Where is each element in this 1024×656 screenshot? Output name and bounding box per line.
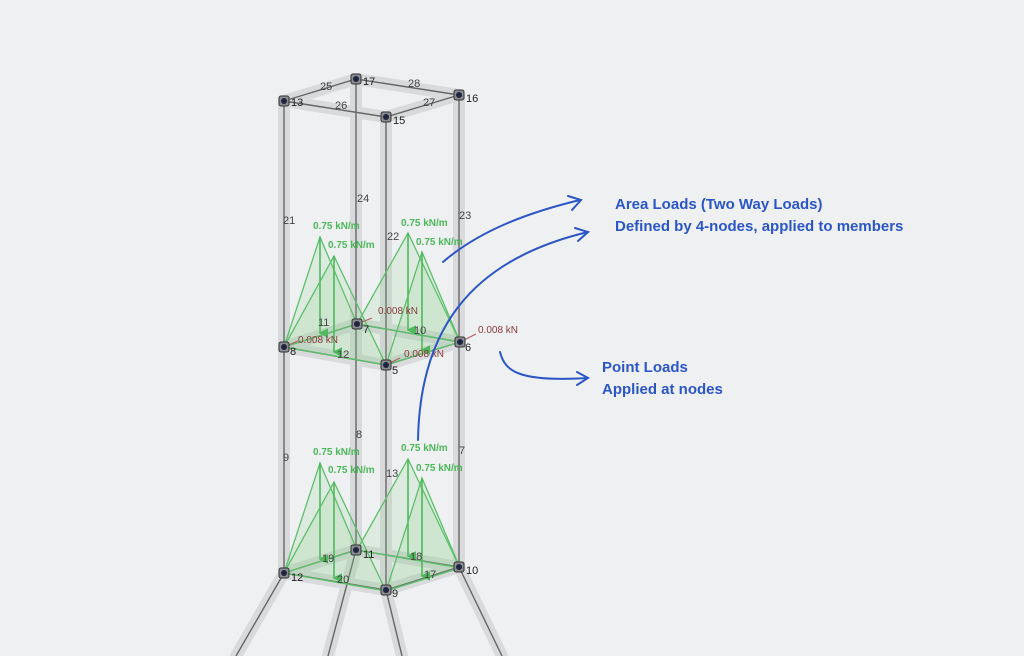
node-label: 7 xyxy=(363,324,369,336)
node-label: 13 xyxy=(291,97,303,109)
area-load-label: 0.75 kN/m xyxy=(313,221,360,232)
area-loads-title: Area Loads (Two Way Loads) xyxy=(615,196,823,213)
member-label: 11 xyxy=(318,317,329,329)
point-loads-annotation: Point Loads Applied at nodes xyxy=(602,357,723,401)
nodes xyxy=(278,73,466,596)
area-load-pyramids xyxy=(282,231,462,592)
node-dot xyxy=(353,547,359,553)
member-label: 27 xyxy=(423,97,435,109)
node-label: 11 xyxy=(363,549,374,561)
member-label: 9 xyxy=(283,452,289,464)
node-label: 12 xyxy=(291,572,303,584)
member-label: 28 xyxy=(408,78,420,90)
point-loads-description: Applied at nodes xyxy=(602,381,723,398)
area-load-label: 0.75 kN/m xyxy=(401,443,448,454)
node-dot xyxy=(281,344,287,350)
member-label: 12 xyxy=(337,349,349,361)
area-load-label: 0.75 kN/m xyxy=(401,218,448,229)
point-load-label: 0.008 kN xyxy=(378,306,418,317)
point-load-label: 0.008 kN xyxy=(404,349,444,360)
node-label: 10 xyxy=(466,565,478,577)
node-dot xyxy=(383,362,389,368)
arrowhead-icon xyxy=(576,371,590,386)
member-label: 10 xyxy=(414,325,426,337)
member-label: 13 xyxy=(386,468,398,480)
node-label: 9 xyxy=(392,588,398,600)
member-label: 7 xyxy=(459,445,465,457)
arrowhead-icon xyxy=(574,227,590,242)
arrow-area-1 xyxy=(442,199,581,263)
node-dot xyxy=(354,321,360,327)
member-label: 19 xyxy=(322,553,334,565)
arrowhead-icon xyxy=(567,195,583,211)
area-load-label: 0.75 kN/m xyxy=(328,240,375,251)
node-dot xyxy=(456,564,462,570)
member-label: 26 xyxy=(335,100,347,112)
node-dot xyxy=(457,339,463,345)
node-label: 15 xyxy=(393,115,405,127)
member-label: 23 xyxy=(459,210,471,222)
node-label: 16 xyxy=(466,93,478,105)
point-load-label: 0.008 kN xyxy=(478,325,518,336)
node-dot xyxy=(281,98,287,104)
member-label: 18 xyxy=(410,551,422,563)
node-label: 17 xyxy=(363,76,375,88)
arrow-point xyxy=(499,351,589,380)
area-loads-annotation: Area Loads (Two Way Loads) Defined by 4-… xyxy=(615,194,903,238)
node-dot xyxy=(383,587,389,593)
point-load-label: 0.008 kN xyxy=(298,335,338,346)
node-dot xyxy=(456,92,462,98)
member-label: 22 xyxy=(387,231,399,243)
member-label: 8 xyxy=(356,429,362,441)
member-label: 20 xyxy=(337,574,349,586)
annotation-arrows xyxy=(417,195,590,441)
node-dot xyxy=(353,76,359,82)
area-loads-description: Defined by 4-nodes, applied to members xyxy=(615,218,904,235)
arrow-area-2 xyxy=(417,231,589,441)
area-load-label: 0.75 kN/m xyxy=(328,465,375,476)
member-label: 17 xyxy=(424,569,436,581)
node-dot xyxy=(383,114,389,120)
member-label: 24 xyxy=(357,193,369,205)
member-label: 21 xyxy=(283,215,295,227)
point-loads-title: Point Loads xyxy=(602,359,688,376)
node-label: 6 xyxy=(465,342,471,354)
node-label: 5 xyxy=(392,365,398,377)
node-dot xyxy=(281,570,287,576)
member-label: 25 xyxy=(320,81,332,93)
area-load-label: 0.75 kN/m xyxy=(416,463,463,474)
area-load-label: 0.75 kN/m xyxy=(416,237,463,248)
area-load-label: 0.75 kN/m xyxy=(313,447,360,458)
node-label: 8 xyxy=(290,346,296,358)
